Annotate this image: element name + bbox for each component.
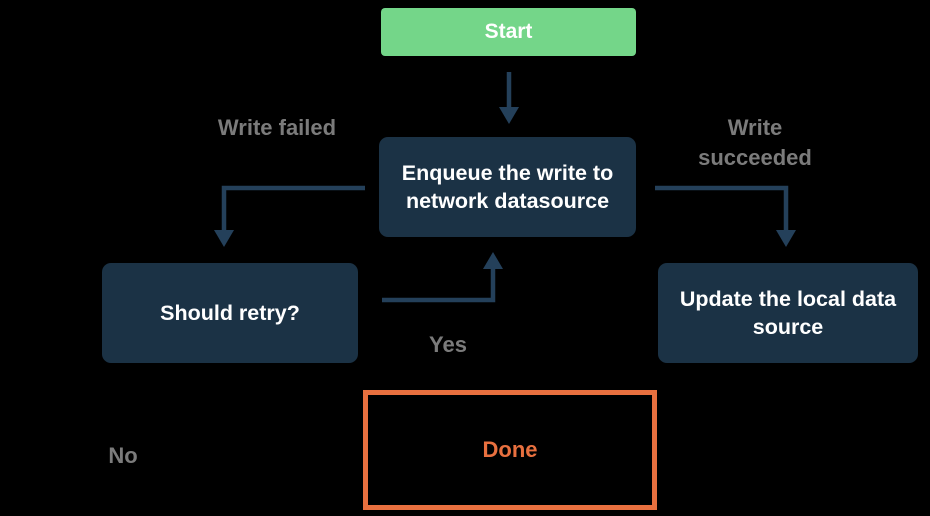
node-enqueue-write: Enqueue the write to network datasource [379,137,636,237]
node-should-retry: Should retry? [102,263,358,363]
edge-label-write-succeeded: Write succeeded [698,115,812,170]
edge-label-no: No [108,443,138,468]
edge-label-write-failed: Write failed [217,115,337,140]
arrow-start-to-enqueue [499,72,519,124]
arrow-enqueue-to-retry [214,185,365,247]
arrow-enqueue-to-update [655,185,796,247]
edge-label-yes: Yes [429,332,467,357]
node-update-local-data: Update the local data source [658,263,918,363]
arrow-retry-to-enqueue [382,252,503,303]
node-start: Start [381,8,636,56]
node-done: Done [363,390,657,510]
